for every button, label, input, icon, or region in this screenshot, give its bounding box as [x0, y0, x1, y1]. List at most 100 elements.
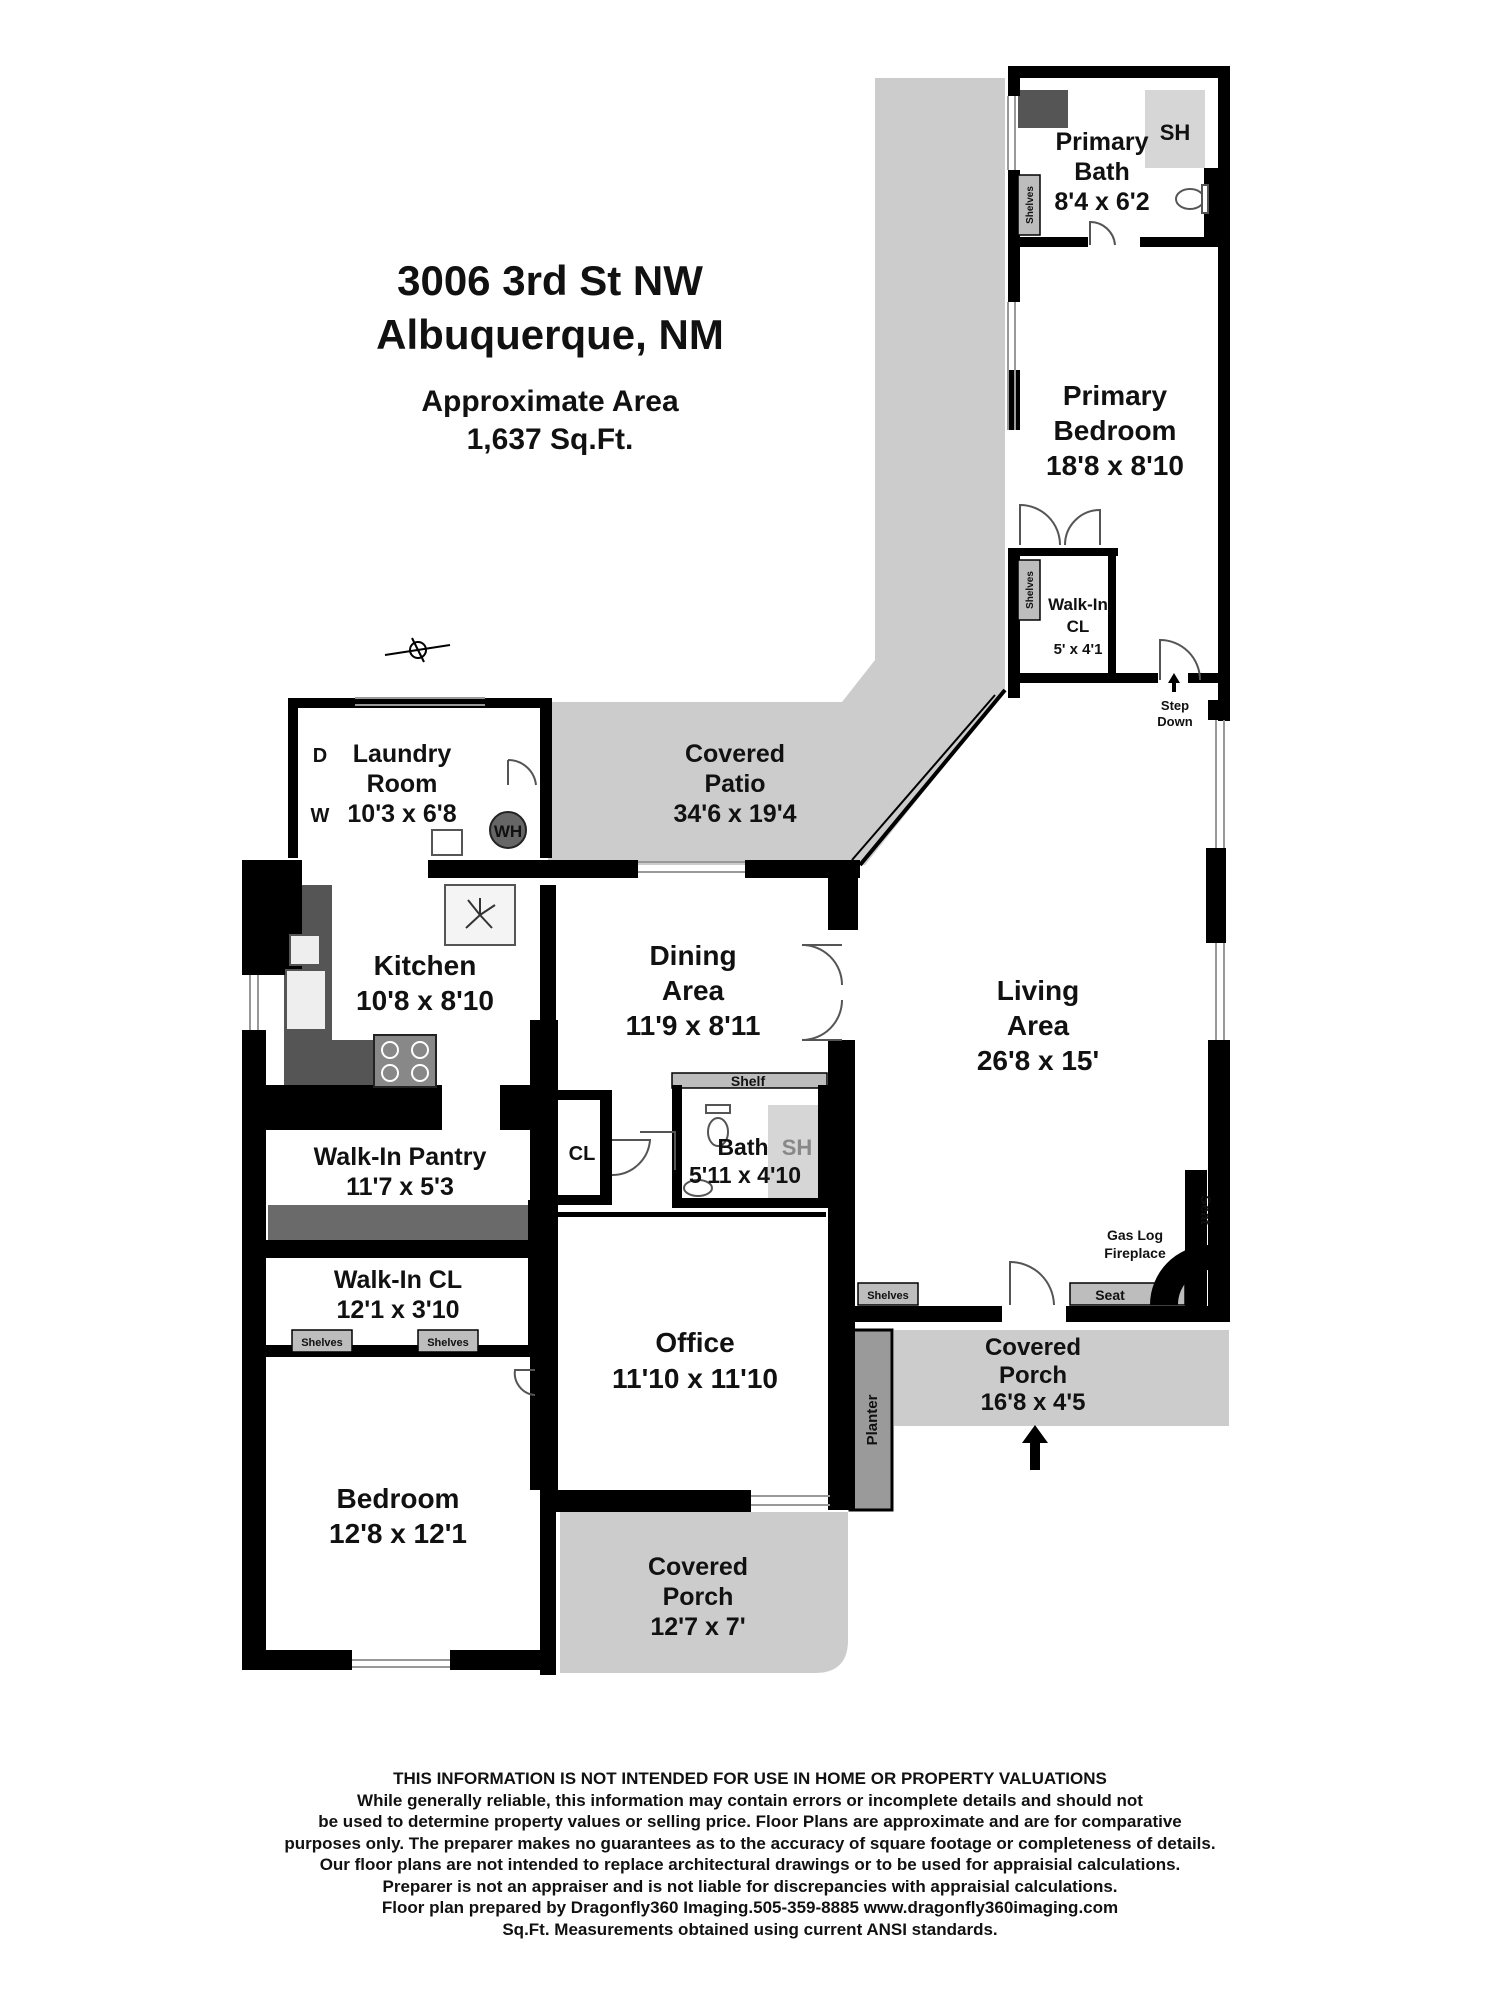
- primary-bath-shower: [1145, 90, 1205, 168]
- covered-patio-dims: 34'6 x 19'4: [673, 800, 796, 828]
- kitchen-name: Kitchen: [374, 950, 477, 981]
- bath-shower: [768, 1105, 823, 1200]
- planter: [848, 1328, 894, 1512]
- entry-arrow-icon: [1022, 1425, 1048, 1470]
- bedroom-name: Bedroom: [337, 1483, 460, 1514]
- covered-patio-fill: [548, 78, 1005, 865]
- kitchen-sink: [285, 969, 327, 1031]
- fireplace-label-1: Gas Log: [1107, 1227, 1163, 1243]
- front-porch-name-1: Covered: [985, 1334, 1081, 1361]
- disclaimer-line: While generally reliable, this informati…: [357, 1790, 1143, 1810]
- bath-toilet-icon: [707, 1117, 729, 1147]
- primary-shower-label: SH: [1160, 120, 1191, 145]
- back-porch-name-1: Covered: [648, 1553, 748, 1581]
- front-porch-name-2: Porch: [999, 1362, 1067, 1389]
- laundry-dims: 10'3 x 6'8: [347, 800, 456, 828]
- fireplace-label-2: Fireplace: [1104, 1245, 1166, 1261]
- primary-bedroom-dims: 18'8 x 8'10: [1046, 450, 1184, 481]
- water-heater-icon: [489, 811, 527, 849]
- toilet-icon: [1175, 188, 1205, 210]
- area-value: 1,637 Sq.Ft.: [466, 423, 634, 456]
- walkin-closet-primary-dims: 5' x 4'1: [1054, 641, 1103, 658]
- seat-label-1: Seat: [1095, 1287, 1125, 1303]
- step-down-label-1: Step: [1161, 698, 1189, 713]
- bath-name: Bath: [717, 1134, 768, 1160]
- primary-bath-dims: 8'4 x 6'2: [1054, 188, 1149, 216]
- bath-sink-icon: [683, 1179, 713, 1197]
- back-porch-dims: 12'7 x 7': [650, 1613, 745, 1641]
- address-line-1: 3006 3rd St NW: [397, 257, 703, 304]
- walkin-closet-primary-name-2: CL: [1067, 617, 1090, 636]
- covered-patio-name-2: Patio: [704, 770, 765, 798]
- fireplace: [1150, 1245, 1208, 1305]
- walkin-closet-dims: 12'1 x 3'10: [336, 1296, 459, 1324]
- bath-shower-label: SH: [782, 1135, 813, 1160]
- primary-bath-name-2: Bath: [1074, 158, 1130, 186]
- pantry-name: Walk-In Pantry: [314, 1143, 487, 1171]
- back-porch-fill: [560, 1512, 848, 1673]
- disclaimer-line: Floor plan prepared by Dragonfly360 Imag…: [381, 1898, 1119, 1917]
- bath-shelf-label: Shelf: [731, 1073, 766, 1089]
- address-line-2: Albuquerque, NM: [376, 311, 724, 358]
- covered-patio-name-1: Covered: [685, 740, 785, 768]
- living-dims: 26'8 x 15': [977, 1045, 1099, 1076]
- dining-name-1: Dining: [649, 940, 736, 971]
- laundry-name-2: Room: [367, 770, 438, 798]
- ceiling-fan-icon: [465, 898, 496, 929]
- primary-bedroom-name-1: Primary: [1063, 380, 1168, 411]
- shelves-label-4: Shelves: [867, 1290, 909, 1302]
- front-porch-fill: [894, 1330, 1229, 1426]
- water-heater-label: WH: [494, 822, 522, 841]
- bath-shelf: [671, 1072, 828, 1089]
- fixtures: [285, 184, 1209, 1197]
- step-down-arrow-icon: [1168, 673, 1180, 692]
- pantry-dims: 11'7 x 5'3: [346, 1173, 454, 1201]
- disclaimer: THIS INFORMATION IS NOT INTENDED FOR USE…: [180, 1768, 1320, 1940]
- range-icon: [373, 1034, 437, 1088]
- disclaimer-line: Sq.Ft. Measurements obtained using curre…: [502, 1919, 998, 1939]
- step-down-label-2: Down: [1157, 714, 1192, 729]
- office-dims: 11'10 x 11'10: [612, 1363, 778, 1394]
- bedroom-dims: 12'8 x 12'1: [329, 1518, 467, 1549]
- angled-window: [858, 688, 1007, 867]
- area-label: Approximate Area: [421, 385, 679, 418]
- back-porch-name-2: Porch: [663, 1583, 734, 1611]
- dining-name-2: Area: [662, 975, 725, 1006]
- washer-label: W: [311, 805, 330, 827]
- dryer-label: D: [313, 745, 327, 767]
- shelves-label-2: Shelves: [1025, 571, 1036, 609]
- seat-label-2: Seat: [1198, 1195, 1214, 1225]
- shelves-label-6: Shelves: [427, 1337, 469, 1349]
- disclaimer-line: Our floor plans are not intended to repl…: [319, 1855, 1181, 1874]
- laundry-name-1: Laundry: [353, 740, 452, 768]
- compass-icon: [384, 637, 451, 663]
- windows: [249, 96, 1225, 1668]
- primary-bath-vanity: [1018, 90, 1068, 128]
- walls: [242, 66, 1230, 1675]
- front-porch-dims: 16'8 x 4'5: [981, 1389, 1086, 1416]
- living-name-2: Area: [1007, 1010, 1070, 1041]
- disclaimer-line: purposes only. The preparer makes no gua…: [284, 1833, 1216, 1853]
- office-name: Office: [655, 1327, 734, 1358]
- walkin-closet-primary-name-1: Walk-In: [1048, 595, 1108, 614]
- living-name-1: Living: [997, 975, 1079, 1006]
- disclaimer-line: Preparer is not an appraiser and is not …: [382, 1876, 1118, 1896]
- closet-label: CL: [569, 1143, 596, 1165]
- disclaimer-line: THIS INFORMATION IS NOT INTENDED FOR USE…: [393, 1769, 1107, 1788]
- dishwasher: [289, 934, 321, 966]
- walkin-closet-name: Walk-In CL: [334, 1266, 462, 1294]
- laundry-sink: [431, 829, 463, 856]
- doors: [507, 220, 1201, 1396]
- dining-dims: 11'9 x 8'11: [626, 1010, 761, 1041]
- bath-dims: 5'11 x 4'10: [689, 1162, 801, 1188]
- planter-label: Planter: [864, 1394, 881, 1445]
- disclaimer-line: be used to determine property values or …: [318, 1812, 1182, 1831]
- angled-window-inner: [851, 694, 996, 861]
- kitchen-dims: 10'8 x 8'10: [356, 985, 494, 1016]
- primary-bath-name-1: Primary: [1055, 128, 1148, 156]
- shelves-label-5: Shelves: [301, 1337, 343, 1349]
- primary-bedroom-name-2: Bedroom: [1054, 415, 1177, 446]
- shelves-boxes: [291, 174, 1041, 1353]
- shelves-label-1: Shelves: [1025, 186, 1036, 224]
